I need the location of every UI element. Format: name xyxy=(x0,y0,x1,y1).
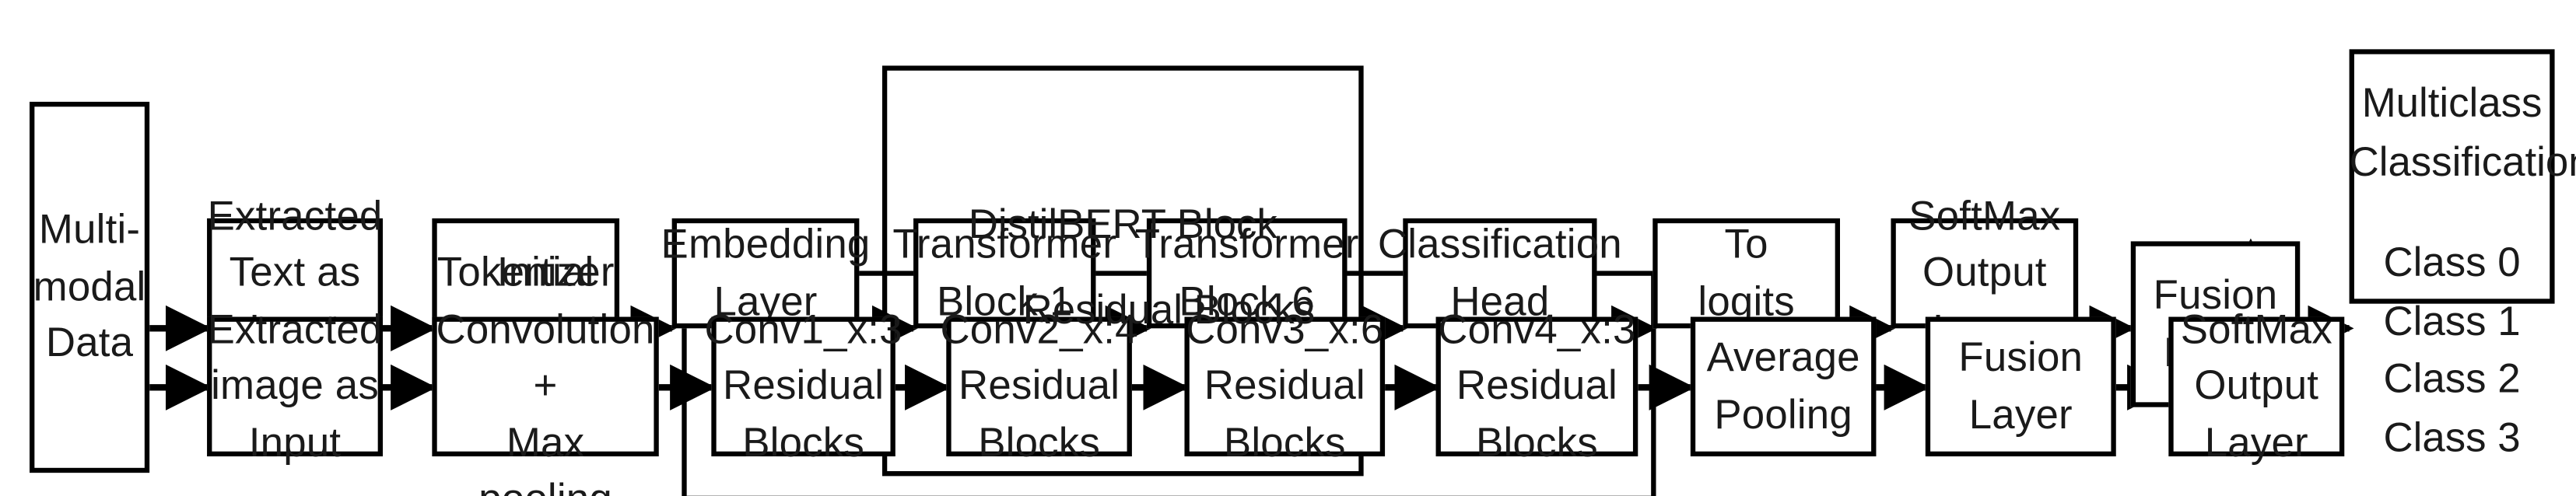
node-tokenizer[interactable]: Tokenizer xyxy=(432,218,620,329)
node-classification-head[interactable]: Classification Head xyxy=(1378,218,1622,329)
node-conv1-x-residual-blocks[interactable]: Conv1_x:3 Residual Blocks xyxy=(704,306,902,466)
node-extracted-text-input-label: Extracted Text as Input xyxy=(207,193,383,353)
node-extracted-image-input[interactable]: Extracted image as Input xyxy=(207,306,384,466)
node-initial-convolution-maxpooling[interactable]: Initial Convolution + Max pooling xyxy=(432,250,659,496)
node-average-pooling-label: Average Pooling xyxy=(1706,334,1860,438)
group-distilbert-block-title: DistilBERT Block xyxy=(968,201,1277,248)
node-extracted-text-input[interactable]: Extracted Text as Input xyxy=(207,194,384,352)
class-item-3: Class 3 xyxy=(2383,414,2521,461)
node-multiclass-classification[interactable] xyxy=(2349,49,2555,304)
node-fusion-layer-image-label: Fusion Layer xyxy=(1958,334,2084,438)
node-average-pooling[interactable]: Average Pooling xyxy=(1690,316,1877,457)
node-multimodal-data-label: Multi- modal Data xyxy=(33,207,146,367)
node-conv3-x-residual-blocks[interactable]: Conv3_x:6 Residual Blocks xyxy=(1184,306,1386,466)
group-distilbert-block xyxy=(881,65,1364,477)
node-transformer-block-6-label: Transformer Block 6 xyxy=(1134,222,1359,325)
node-softmax-output-layer-image-label: SoftMax Output Layer xyxy=(2180,306,2332,466)
multiclass-spacer xyxy=(2350,192,2555,235)
node-extracted-image-input-label: Extracted image as Input xyxy=(207,306,383,466)
node-softmax-output-layer-image[interactable]: SoftMax Output Layer xyxy=(2168,306,2345,466)
node-to-logits-label: To logits xyxy=(1698,222,1795,325)
node-to-logits[interactable]: To logits xyxy=(1652,218,1840,329)
node-transformer-block-1[interactable]: Transformer Block 1 xyxy=(892,218,1116,329)
node-classification-head-label: Classification Head xyxy=(1377,222,1622,325)
multiclass-heading: Multiclass Classification xyxy=(2349,80,2576,185)
class-item-2: Class 2 xyxy=(2383,356,2521,403)
node-softmax-output-layer-text-label: SoftMax Output Layer xyxy=(1908,193,2061,353)
node-transformer-block-1-label: Transformer Block 1 xyxy=(892,222,1117,325)
node-fusion-layer-image[interactable]: Fusion Layer xyxy=(1925,316,2116,457)
node-conv2-x-residual-blocks-label: Conv2_x:4 Residual Blocks xyxy=(940,306,1138,466)
multiclass-classification-content: Multiclass Classification Class 0 Class … xyxy=(2349,75,2576,468)
node-conv4-x-residual-blocks-label: Conv4_x:3 Residual Blocks xyxy=(1438,306,1636,466)
node-multimodal-data[interactable]: Multi- modal Data xyxy=(30,101,150,473)
node-embedding-layer-label: Embedding Layer xyxy=(661,222,871,325)
node-softmax-output-layer-text[interactable]: SoftMax Output Layer xyxy=(1891,194,2079,352)
node-initial-convolution-maxpooling-label: Initial Convolution + Max pooling xyxy=(436,250,655,496)
class-item-1: Class 1 xyxy=(2383,298,2521,344)
node-tokenizer-label: Tokenizer xyxy=(436,250,615,296)
class-item-0: Class 0 xyxy=(2383,239,2521,286)
node-conv4-x-residual-blocks[interactable]: Conv4_x:3 Residual Blocks xyxy=(1435,306,1638,466)
group-residual-blocks-title: Residual Blocks xyxy=(1022,287,1316,334)
node-conv2-x-residual-blocks[interactable]: Conv2_x:4 Residual Blocks xyxy=(940,306,1137,466)
